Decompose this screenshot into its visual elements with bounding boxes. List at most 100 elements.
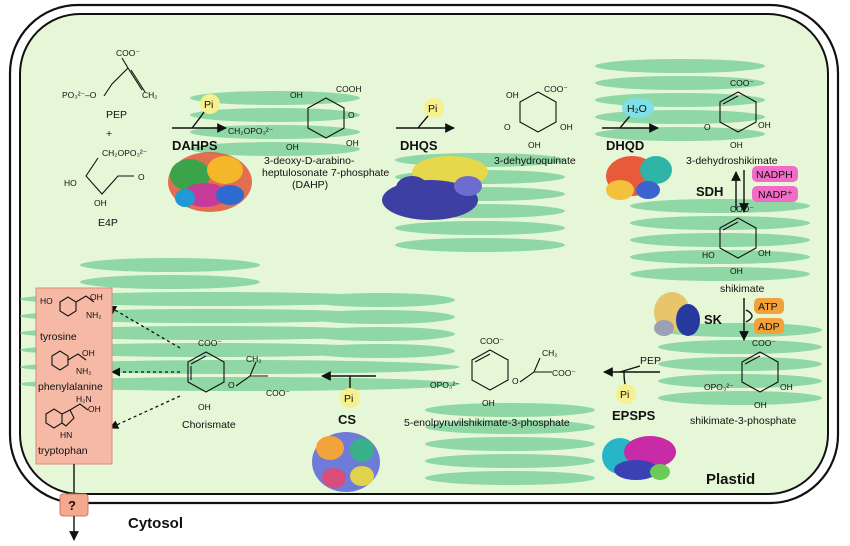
svg-text:CH₂OPO₃²⁻: CH₂OPO₃²⁻ bbox=[228, 126, 273, 136]
label-shikimate: shikimate bbox=[720, 283, 765, 295]
svg-text:OH: OH bbox=[560, 122, 573, 132]
intermediate-shikimate-structure: COO⁻ HO OH OH bbox=[702, 204, 771, 276]
label-dhq: 3-dehydroquinate bbox=[494, 155, 576, 167]
product-tryptophan-structure: H₂N OH HN bbox=[45, 394, 101, 440]
protein-cs-structure bbox=[312, 432, 380, 492]
nadph-badge bbox=[752, 166, 798, 182]
label-dahp-line2: heptulosonate 7-phosphate bbox=[262, 167, 389, 179]
enzyme-dhqs: DHQS bbox=[400, 138, 438, 153]
svg-text:OH: OH bbox=[82, 348, 95, 358]
svg-text:COO⁻: COO⁻ bbox=[116, 48, 140, 58]
svg-text:OH: OH bbox=[754, 400, 767, 410]
label-e4p: E4P bbox=[98, 217, 118, 229]
svg-text:OPO₃²⁻: OPO₃²⁻ bbox=[430, 380, 460, 390]
intermediate-s3p-structure: COO⁻ OPO₃²⁻ OH OH bbox=[704, 338, 793, 410]
svg-text:NH₂: NH₂ bbox=[76, 366, 92, 376]
svg-text:OH: OH bbox=[88, 404, 101, 414]
svg-text:COO⁻: COO⁻ bbox=[552, 368, 576, 378]
pi-release-dahps bbox=[191, 111, 205, 129]
svg-text:O: O bbox=[228, 380, 235, 390]
svg-text:O: O bbox=[512, 376, 519, 386]
svg-text:COO⁻: COO⁻ bbox=[266, 388, 290, 398]
svg-text:OH: OH bbox=[90, 292, 103, 302]
protein-sk-structure bbox=[654, 292, 700, 336]
protein-dhqs-structure bbox=[382, 156, 488, 220]
svg-text:COO⁻: COO⁻ bbox=[544, 84, 568, 94]
enzyme-epsps: EPSPS bbox=[612, 408, 656, 423]
arrow-to-tryptophan bbox=[109, 395, 181, 429]
svg-text:HO: HO bbox=[64, 178, 77, 188]
svg-text:O: O bbox=[704, 122, 711, 132]
intermediate-dahp-structure: OH COOH CH₂OPO₃²⁻ OH OH O bbox=[228, 84, 362, 152]
label-s3p: shikimate-3-phosphate bbox=[690, 415, 796, 427]
label-dahp-line1: 3-deoxy-D-arabino- bbox=[264, 155, 355, 167]
svg-text:OH: OH bbox=[286, 142, 299, 152]
pi-bubble-dhqs bbox=[424, 98, 444, 118]
svg-text:HO: HO bbox=[702, 250, 715, 260]
svg-text:O: O bbox=[504, 122, 511, 132]
label-dhs: 3-dehydroshikimate bbox=[686, 155, 778, 167]
enzyme-dahps: DAHPS bbox=[172, 138, 218, 153]
atp-label: ATP bbox=[758, 301, 778, 313]
label-plus: + bbox=[106, 128, 112, 140]
svg-text:COO⁻: COO⁻ bbox=[480, 336, 504, 346]
svg-text:OH: OH bbox=[198, 402, 211, 412]
svg-text:OH: OH bbox=[528, 140, 541, 150]
protein-epsps-structure bbox=[602, 436, 676, 480]
intermediate-dhq-structure: OH COO⁻ O OH OH bbox=[504, 84, 573, 150]
svg-text:OH: OH bbox=[94, 198, 107, 208]
svg-text:CH₂: CH₂ bbox=[542, 348, 558, 358]
product-tyrosine: tyrosine bbox=[40, 331, 77, 343]
svg-text:OH: OH bbox=[482, 398, 495, 408]
svg-text:O: O bbox=[348, 110, 355, 120]
pep-in-label: PEP bbox=[640, 355, 661, 367]
svg-text:CH₂: CH₂ bbox=[142, 90, 158, 100]
product-tyrosine-structure: HO OH NH₂ bbox=[40, 292, 103, 320]
svg-text:H₂N: H₂N bbox=[76, 394, 92, 404]
svg-text:COO⁻: COO⁻ bbox=[752, 338, 776, 348]
export-marker: ? bbox=[68, 498, 76, 513]
product-phenylalanine-structure: OH NH₂ bbox=[51, 348, 95, 376]
svg-text:CH₂OPO₃²⁻: CH₂OPO₃²⁻ bbox=[102, 148, 147, 158]
label-dahp-line3: (DAHP) bbox=[292, 179, 328, 191]
label-epsp: 5-enolpyruvilshikimate-3-phosphate bbox=[404, 417, 570, 429]
svg-text:NH₂: NH₂ bbox=[86, 310, 102, 320]
svg-text:OH: OH bbox=[506, 90, 519, 100]
svg-text:COO⁻: COO⁻ bbox=[730, 78, 754, 88]
label-cytosol: Cytosol bbox=[128, 515, 183, 532]
svg-text:CH₂: CH₂ bbox=[246, 354, 262, 364]
enzyme-sdh: SDH bbox=[696, 184, 723, 199]
product-phenylalanine: phenylalanine bbox=[38, 381, 103, 393]
pi-bubble-cs bbox=[340, 388, 360, 408]
enzyme-sk: SK bbox=[704, 312, 723, 327]
adp-badge bbox=[754, 318, 784, 334]
protein-dhqd-structure bbox=[606, 156, 672, 200]
enzyme-dhqd: DHQD bbox=[606, 138, 644, 153]
pi-label-epsps: Pi bbox=[620, 389, 629, 401]
svg-text:PO₃²⁻–O: PO₃²⁻–O bbox=[62, 90, 97, 100]
product-tryptophan: tryptophan bbox=[38, 445, 88, 457]
label-pep: PEP bbox=[106, 109, 127, 121]
label-plastid: Plastid bbox=[706, 471, 755, 488]
pi-label-cs: Pi bbox=[344, 393, 353, 405]
nadp-badge bbox=[752, 186, 798, 202]
arrow-to-tyrosine bbox=[107, 305, 181, 349]
svg-text:O: O bbox=[138, 172, 145, 182]
h2o-bubble bbox=[622, 98, 654, 118]
svg-text:COOH: COOH bbox=[336, 84, 362, 94]
pi-bubble-epsps bbox=[616, 384, 636, 404]
svg-text:OH: OH bbox=[758, 248, 771, 258]
intermediate-dhs-structure: COO⁻ O OH OH bbox=[704, 78, 771, 150]
intermediate-chorismate-structure: COO⁻ O COO⁻ CH₂ OH bbox=[187, 338, 290, 412]
atp-badge bbox=[754, 298, 784, 314]
svg-text:OH: OH bbox=[758, 120, 771, 130]
svg-text:COO⁻: COO⁻ bbox=[198, 338, 222, 348]
svg-text:HO: HO bbox=[40, 296, 53, 306]
substrate-e4p-structure: CH₂OPO₃²⁻ HO OH O bbox=[64, 148, 147, 208]
svg-text:COO⁻: COO⁻ bbox=[730, 204, 754, 214]
pi-label-dahps: Pi bbox=[204, 99, 213, 111]
svg-text:OPO₃²⁻: OPO₃²⁻ bbox=[704, 382, 734, 392]
enzyme-cs: CS bbox=[338, 412, 356, 427]
